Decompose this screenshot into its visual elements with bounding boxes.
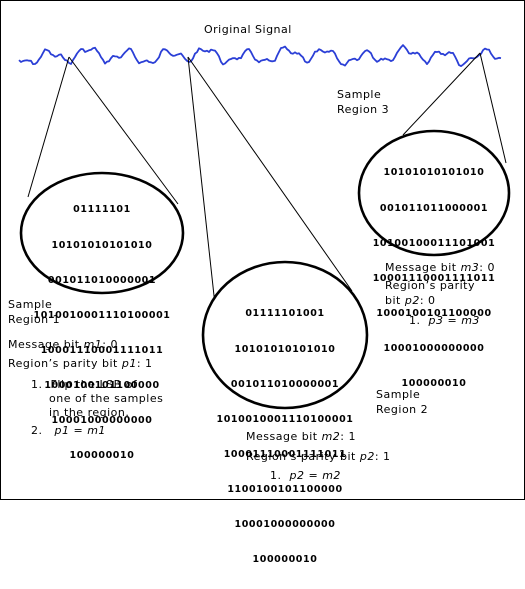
region-2-message-bit: Message bit m2: 1: [246, 430, 356, 443]
bit-row: 10101010101010: [234, 343, 336, 355]
bit-row: 1010010001110100001: [33, 309, 171, 321]
connector-region1-right: [68, 56, 179, 205]
region-3-label: Sample Region 3: [337, 88, 390, 116]
original-signal-wave: [18, 44, 502, 67]
region-1-label: Sample Region 1: [8, 298, 61, 326]
sample-region-3-ellipse: [357, 129, 511, 257]
bit-row: 1000100101100000: [376, 307, 492, 319]
sample-region-2-ellipse: [201, 260, 369, 410]
bit-row: 1000100101100000: [44, 379, 160, 391]
region-1-parity-bit: Region’s parity bit p1: 1: [8, 357, 153, 370]
bit-row: 1010010001110100001: [216, 413, 354, 425]
bit-row: 10001000000000: [51, 415, 153, 427]
bit-row: 100000010: [69, 450, 135, 462]
connector-region2-left: [187, 56, 217, 315]
bit-row: 100000010: [401, 378, 467, 390]
diagram-title: Original Signal: [204, 23, 292, 36]
bit-row: 10101010101010: [383, 167, 485, 179]
connector-region1-left: [27, 56, 70, 198]
bit-row: 001011010000001: [230, 378, 340, 390]
region-2-parity-bit: Region’s parity bit p2: 1: [246, 450, 391, 463]
bit-row: 10100100011101001: [372, 237, 496, 249]
bit-row: 10001000000000: [383, 342, 485, 354]
bit-row: 10001110001111011: [372, 272, 496, 284]
bit-row: 001011010000001: [47, 274, 157, 286]
region-1-message-bit: Message bit m1: 0: [8, 338, 118, 351]
region-2-step-1: 1. p2 = m2: [270, 469, 341, 482]
bit-row: 10001110001111011: [223, 448, 347, 460]
bit-row: 01111101001: [245, 308, 325, 320]
region-3-step-1: 1. p3 = m3: [409, 314, 480, 327]
connector-region2-right: [187, 56, 353, 292]
bit-row: 1100100101100000: [227, 483, 343, 495]
region-1-step-2: 2. p1 = m1: [31, 424, 106, 437]
region-2-label: Sample Region 2: [376, 388, 429, 416]
bit-row: 001011011000001: [379, 202, 489, 214]
region-1-bits: 01111101 10101010101010 001011010000001 …: [22, 181, 182, 485]
bit-row: 01111101: [73, 204, 131, 216]
region-1-step-1: 1. Flip the LSB of one of the samples in…: [31, 378, 164, 419]
diagram-graphics: [18, 44, 511, 410]
bit-row: 10001110001111011: [40, 344, 164, 356]
connector-region3-left: [402, 52, 481, 136]
region-3-parity-bit: Region’s parity bit p2: 0: [385, 279, 476, 307]
bit-row: 10101010101010: [51, 239, 153, 251]
bit-row: 10001000000000: [234, 519, 336, 531]
diagram-canvas: Original Signal 01111101 10101010101010 …: [0, 0, 525, 565]
region-3-message-bit: Message bit m3: 0: [385, 261, 495, 274]
bit-row: 100000010: [252, 554, 318, 566]
connector-region3-right: [479, 52, 507, 164]
region-3-bits: 10101010101010 001011011000001 101001000…: [359, 144, 509, 413]
sample-region-1-ellipse: [19, 171, 185, 295]
